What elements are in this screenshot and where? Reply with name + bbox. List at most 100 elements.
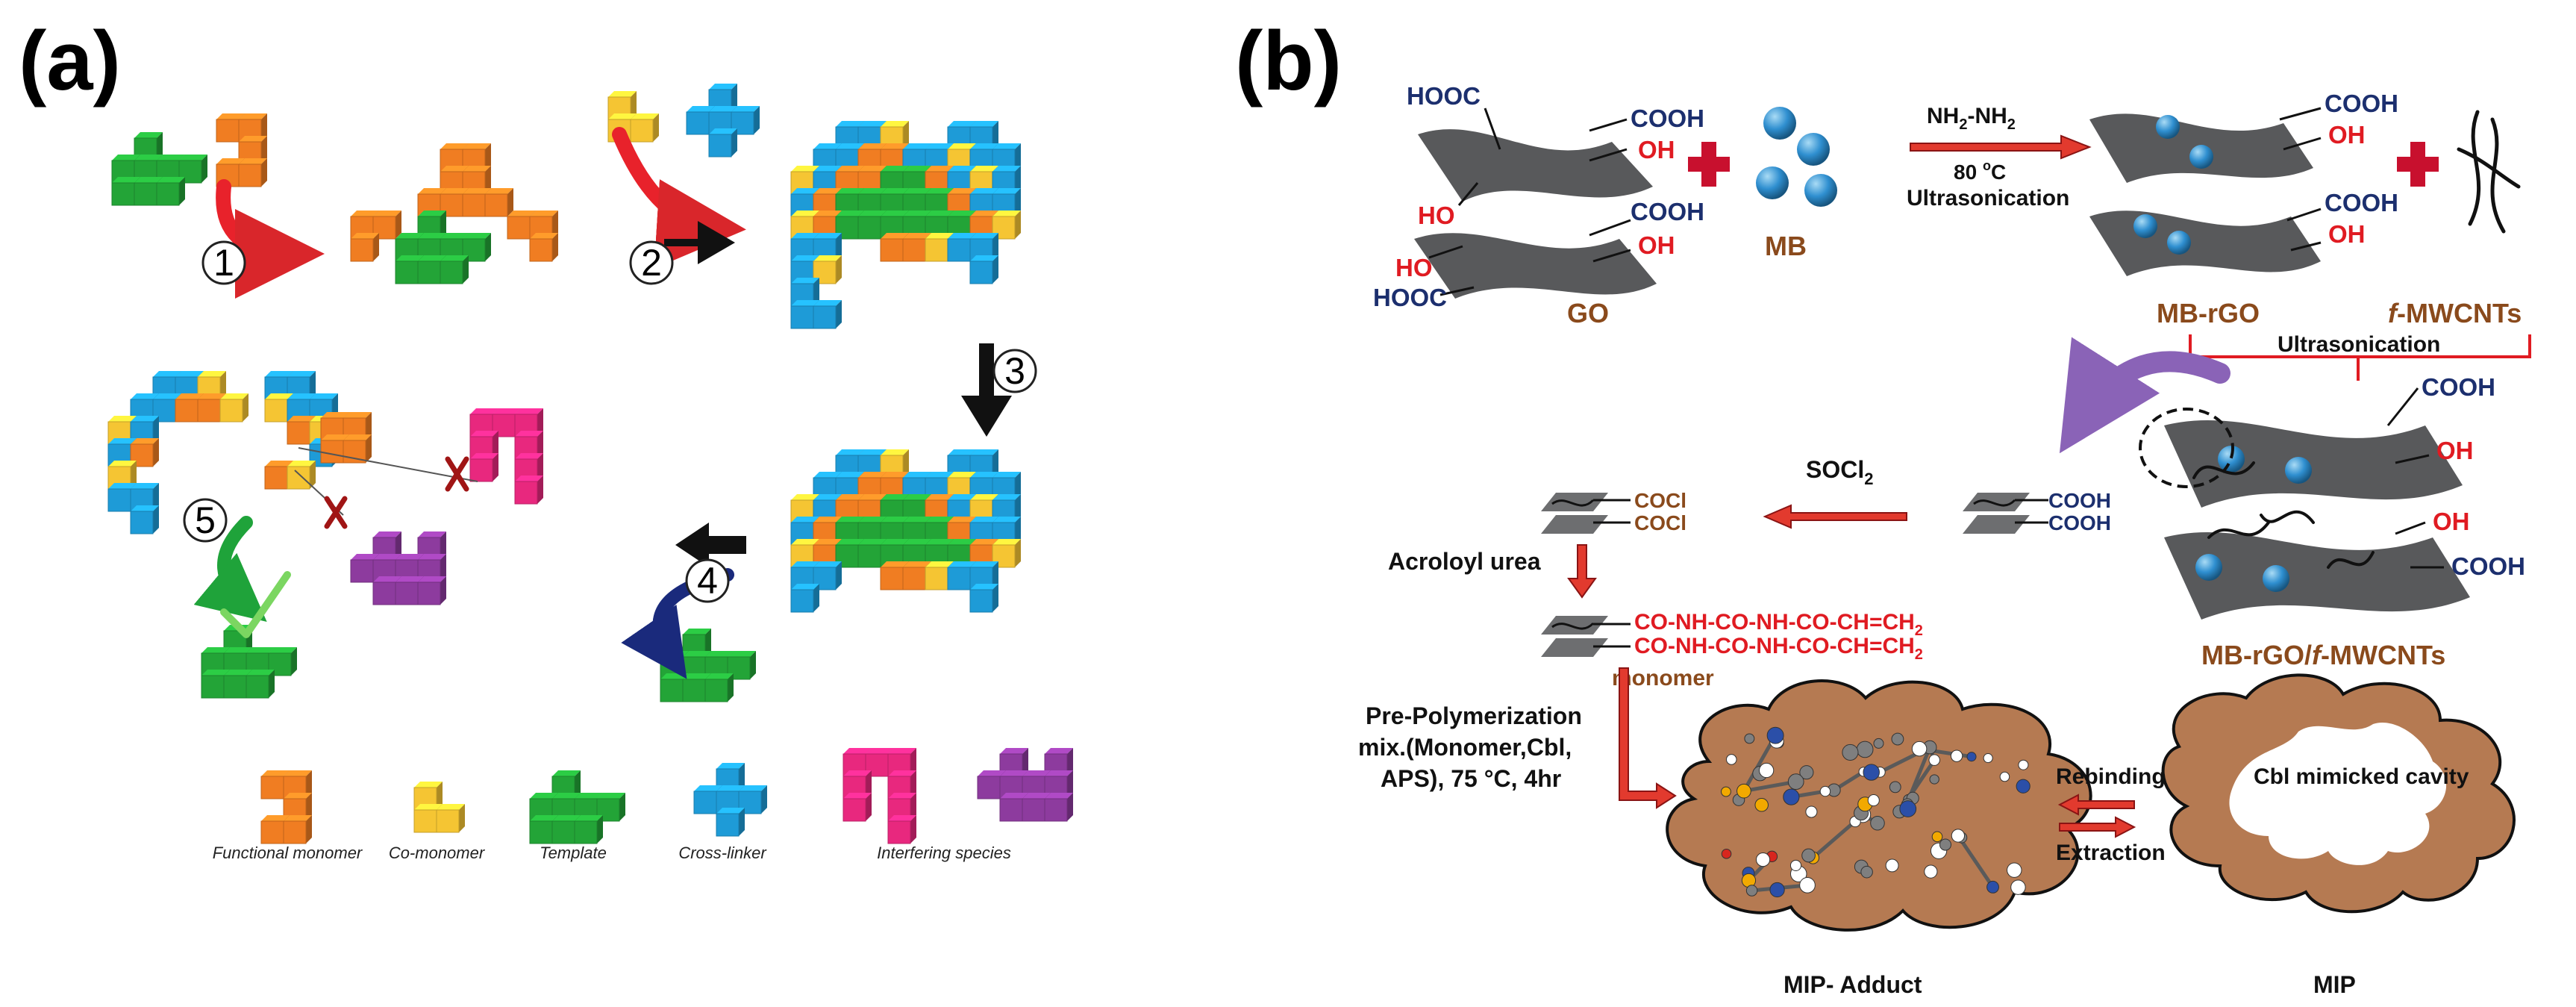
- go-label: GO: [1567, 298, 1609, 328]
- mbrgo-spheres: [2133, 115, 2213, 255]
- legend-interferer-purple-icon: [1044, 793, 1073, 822]
- rebinding-label: Rebinding: [2056, 764, 2166, 789]
- prepoly-arrow: [1619, 667, 1677, 809]
- imprinted-polymer-block: [130, 438, 159, 467]
- legend-interfering-species: Interfering species: [877, 844, 1011, 862]
- reagent-hydrazine: NH2-NH2: [1927, 104, 2016, 133]
- molecule-atom: [1924, 864, 1938, 879]
- polymer-block: [969, 255, 998, 284]
- molecule-atom: [1721, 786, 1731, 797]
- composite-oh-1: OH: [2436, 437, 2474, 464]
- socl2-arrow: [1763, 504, 1907, 529]
- chain-1: CO-NH-CO-NH-CO-CH=CH2: [1634, 610, 1923, 639]
- legend-functional-monomer-icon: [283, 770, 312, 799]
- template-block: [156, 177, 185, 206]
- molecule-atom: [1766, 726, 1784, 744]
- composite-bond-lines: [2386, 387, 2444, 569]
- legend-template-icon: [596, 793, 625, 822]
- molecule-atom: [1863, 764, 1880, 781]
- step-3-marker: 3: [992, 349, 1037, 393]
- interferer-purple-block: [417, 576, 446, 605]
- go-hooc-bottom: HOOC: [1373, 284, 1447, 311]
- mbrgo-label: MB-rGO: [2157, 298, 2260, 328]
- cbl-molecule: [1721, 726, 2031, 898]
- cocl-2: COCl: [1634, 511, 1686, 534]
- panel-a-label: (a): [19, 14, 121, 107]
- legend-cross-linker: Cross-linker: [678, 844, 767, 862]
- legend-interferer-pink-icon: [842, 793, 872, 822]
- go-cooh-2: COOH: [1631, 198, 1704, 225]
- prepoly-line-3: APS), 75 °C, 4hr: [1381, 765, 1561, 792]
- molecule-atom: [1744, 733, 1755, 744]
- molecule-atom: [2010, 879, 2026, 895]
- step-3-arrow: [961, 343, 1012, 437]
- template-block: [246, 670, 275, 699]
- polymer-block: [813, 255, 842, 284]
- molecule-bond: [1743, 779, 1797, 794]
- panel-a-blocks: [107, 84, 1073, 844]
- extraction-arrow: [2059, 816, 2136, 838]
- legend-functional-monomer-icon: [260, 815, 290, 844]
- molecule-atom: [1899, 800, 1917, 817]
- legend-functional-monomer-icon: [283, 815, 312, 844]
- molecule-atom: [1799, 765, 1814, 780]
- molecule-atom: [1928, 754, 1940, 766]
- molecule-atom: [2007, 862, 2022, 878]
- functional-monomer-block: [529, 233, 558, 262]
- legend-interferer-pink-icon: [887, 815, 916, 844]
- template-block: [704, 673, 734, 702]
- monomer-sheets: [1541, 616, 1631, 657]
- step-5-number: 5: [195, 499, 216, 541]
- legend-template-icon: [574, 815, 603, 844]
- legend-co-monomer: Co-monomer: [389, 844, 486, 862]
- molecule-atom: [1966, 752, 1977, 762]
- polymer-block: [813, 300, 842, 329]
- composite-cooh-2: COOH: [2451, 552, 2525, 580]
- composite-oh-2: OH: [2433, 508, 2470, 535]
- composite-spheres: [2195, 446, 2312, 592]
- molecule-atom: [1799, 877, 1816, 894]
- molecule-atom: [1999, 771, 2010, 782]
- prepoly-line-2: mix.(Monomer,Cbl,: [1358, 734, 1572, 761]
- composite-label: MB-rGO/f-MWCNTs: [2201, 640, 2445, 670]
- plus-icon-2: [2397, 142, 2439, 187]
- molecule-atom: [1873, 738, 1884, 749]
- go-oh-2: OH: [1638, 231, 1675, 259]
- go-ho-2: HO: [1395, 254, 1433, 281]
- molecule-atom: [2018, 759, 2029, 770]
- molecule-atom: [1986, 880, 1999, 894]
- go-cooh-1: COOH: [1631, 105, 1704, 132]
- legend-template: Template: [540, 844, 607, 862]
- composite-sheet-top: [2164, 420, 2463, 508]
- molecule-atom: [1754, 798, 1769, 812]
- extraction-label: Extraction: [2056, 841, 2166, 865]
- rebinding-arrow: [2057, 794, 2135, 816]
- molecule-atom: [1759, 762, 1775, 779]
- mip-label: MIP: [2313, 971, 2356, 998]
- molecule-atom: [1736, 783, 1751, 799]
- molecule-atom: [1755, 852, 1771, 867]
- acroloyl-arrow: [1567, 544, 1597, 599]
- molecule-atom: [1870, 815, 1885, 831]
- imprinted-polymer-block: [130, 505, 159, 534]
- molecule-atom: [1805, 805, 1818, 818]
- molecule-atom: [1889, 781, 1901, 794]
- small-cooh-1: COOH: [2048, 489, 2111, 512]
- molecule-atom: [1951, 829, 1966, 843]
- reject-x-icon: [324, 456, 469, 529]
- composite-cooh-1: COOH: [2422, 373, 2495, 401]
- interferer-purple-block: [417, 531, 446, 561]
- legend-functional-monomer: Functional monomer: [213, 844, 363, 862]
- plus-icon-1: [1688, 142, 1730, 187]
- go-sheet-top: [1418, 129, 1653, 202]
- chain-2: CO-NH-CO-NH-CO-CH=CH2: [1634, 634, 1923, 663]
- mip-adduct-cloud: [1666, 679, 2092, 932]
- functional-monomer-block: [343, 434, 372, 464]
- imprinted-polymer-block: [219, 393, 248, 423]
- step-3-number: 3: [1004, 350, 1025, 392]
- step-5-marker: 5: [183, 498, 228, 543]
- cocl-1: COCl: [1634, 489, 1686, 512]
- molecule-atom: [1725, 754, 1737, 765]
- step-2-marker: 2: [629, 240, 674, 285]
